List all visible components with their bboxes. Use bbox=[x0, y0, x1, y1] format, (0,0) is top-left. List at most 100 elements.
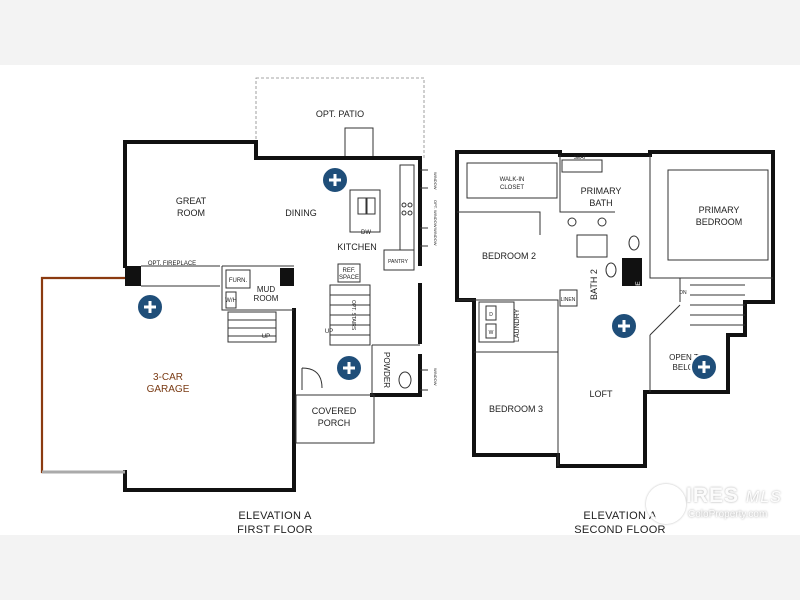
entry-door-swing bbox=[301, 367, 323, 390]
label-up-1: UP bbox=[325, 329, 333, 335]
shower-seat bbox=[561, 159, 603, 173]
label-open-to-below-2: BELOW bbox=[673, 363, 702, 372]
label-kitchen: KITCHEN bbox=[337, 242, 377, 252]
label-up-2: UP bbox=[262, 334, 270, 340]
label-primary-bath-2: BATH bbox=[589, 198, 612, 208]
label-loft: LOFT bbox=[589, 389, 613, 399]
toilet bbox=[628, 235, 640, 251]
sink bbox=[597, 217, 607, 227]
bottom-margin bbox=[0, 535, 800, 600]
stair-treads bbox=[330, 294, 370, 336]
water-heater-outline bbox=[225, 291, 237, 309]
label-seat: SEAT bbox=[574, 155, 587, 161]
interior-wall bbox=[457, 211, 541, 235]
first-floor-caption-line1: ELEVATION A bbox=[238, 510, 312, 522]
label-bath-2: BATH 2 bbox=[589, 269, 599, 300]
label-d: D bbox=[489, 312, 493, 318]
label-dining: DINING bbox=[285, 208, 317, 218]
plus-circle-icon[interactable] bbox=[321, 166, 349, 194]
kitchen-counter bbox=[399, 164, 415, 251]
second-floor-plan: WALK-IN CLOSET SEAT PRIMARY BATH PRIMARY… bbox=[455, 150, 775, 468]
label-primary-bath-1: PRIMARY bbox=[581, 186, 622, 196]
ires-watermark: IRES MLS ColoProperty.com bbox=[642, 482, 792, 524]
label-primary-bedroom-2: BEDROOM bbox=[696, 217, 743, 227]
furnace-outline bbox=[225, 269, 251, 289]
label-garage-1: 3-CAR bbox=[153, 372, 183, 383]
sink bbox=[567, 217, 577, 227]
toilet bbox=[398, 371, 412, 389]
interior-wall bbox=[649, 155, 773, 279]
plus-circle-icon[interactable] bbox=[136, 293, 164, 321]
label-bedroom-3: BEDROOM 3 bbox=[489, 404, 543, 414]
floor-plan-canvas: OPT. PATIO GREAT ROOM DINING KITCHEN DW … bbox=[0, 65, 800, 537]
open-to-below-rail bbox=[649, 304, 681, 392]
label-powder: POWDER bbox=[382, 352, 391, 388]
sink bbox=[366, 197, 376, 215]
label-great-room-2: ROOM bbox=[177, 208, 205, 218]
interior-wall bbox=[457, 299, 559, 466]
niche-block bbox=[622, 258, 642, 286]
label-window-3: WINDOW bbox=[433, 228, 438, 246]
label-window-4: WINDOW bbox=[433, 368, 438, 386]
label-linen: LINEN bbox=[561, 297, 576, 303]
cooktop-burner bbox=[401, 202, 407, 208]
powder-walls bbox=[371, 344, 420, 395]
first-floor-caption: ELEVATION A FIRST FLOOR bbox=[200, 509, 350, 537]
mudroom-stairs bbox=[227, 311, 277, 343]
label-laundry: LAUNDRY bbox=[514, 308, 521, 342]
label-pantry: PANTRY bbox=[388, 259, 408, 265]
label-mud-room-2: ROOM bbox=[254, 294, 279, 303]
second-floor-wall bbox=[743, 276, 775, 304]
plus-circle-icon[interactable] bbox=[690, 353, 718, 381]
label-garage-2: GARAGE bbox=[147, 384, 190, 395]
second-floor-caption-line2: SECOND FLOOR bbox=[574, 524, 666, 536]
laundry-outline bbox=[478, 301, 515, 343]
label-dn: DN bbox=[679, 290, 687, 296]
label-bedroom-2: BEDROOM 2 bbox=[482, 251, 536, 261]
label-walk-in-closet-2: CLOSET bbox=[500, 185, 524, 191]
label-dw: DW bbox=[361, 230, 371, 236]
toilet bbox=[605, 262, 617, 278]
label-ref-space-2: SPACE bbox=[339, 275, 359, 281]
floor-plan-svg: OPT. PATIO GREAT ROOM DINING KITCHEN DW … bbox=[40, 77, 775, 492]
linen-closet bbox=[559, 289, 578, 307]
second-floor-wall bbox=[472, 333, 747, 468]
label-niche: NICHE bbox=[636, 281, 642, 300]
first-floor-wall bbox=[123, 140, 422, 266]
interior-wall bbox=[559, 155, 615, 213]
plus-circle-icon[interactable] bbox=[610, 312, 638, 340]
cooktop-burner bbox=[407, 202, 413, 208]
watermark-sub: ColoProperty.com bbox=[688, 509, 768, 520]
label-primary-bedroom-1: PRIMARY bbox=[699, 205, 740, 215]
window-marks bbox=[420, 169, 428, 391]
first-floor-wall bbox=[370, 354, 422, 397]
second-floor-caption: ELEVATION A SECOND FLOOR bbox=[545, 509, 695, 537]
washer bbox=[485, 323, 497, 339]
label-opt-stairs: OPT. STAIRS bbox=[350, 300, 356, 331]
primary-bedroom-tray bbox=[667, 169, 769, 261]
garage-outline bbox=[40, 276, 125, 474]
wall-block bbox=[280, 268, 294, 286]
mudroom-stair-treads bbox=[228, 319, 276, 337]
label-covered-porch-2: PORCH bbox=[318, 418, 351, 428]
plus-circle-icon[interactable] bbox=[335, 354, 363, 382]
first-floor-caption-line2: FIRST FLOOR bbox=[237, 524, 313, 536]
first-floor-wall bbox=[123, 393, 296, 492]
second-floor-wall bbox=[455, 298, 476, 354]
label-opt-fireplace: OPT. FIREPLACE bbox=[148, 261, 196, 267]
watermark-title: IRES MLS bbox=[686, 484, 782, 507]
label-walk-in-closet-1: WALK-IN bbox=[500, 177, 525, 183]
sink bbox=[357, 197, 367, 215]
label-opt-patio: OPT. PATIO bbox=[316, 109, 364, 119]
fireplace-block bbox=[125, 266, 141, 286]
label-furn: FURN. bbox=[229, 278, 248, 284]
label-mud-room-1: MUD bbox=[257, 285, 275, 294]
label-wh: W/H bbox=[225, 298, 237, 304]
kitchen-island bbox=[349, 189, 381, 233]
label-w: W bbox=[489, 330, 494, 336]
ref-space-outline bbox=[337, 263, 361, 283]
bathtub bbox=[576, 234, 608, 258]
dryer bbox=[485, 305, 497, 321]
second-floor-caption-line1: ELEVATION A bbox=[583, 510, 657, 522]
cooktop-burner bbox=[407, 210, 413, 216]
